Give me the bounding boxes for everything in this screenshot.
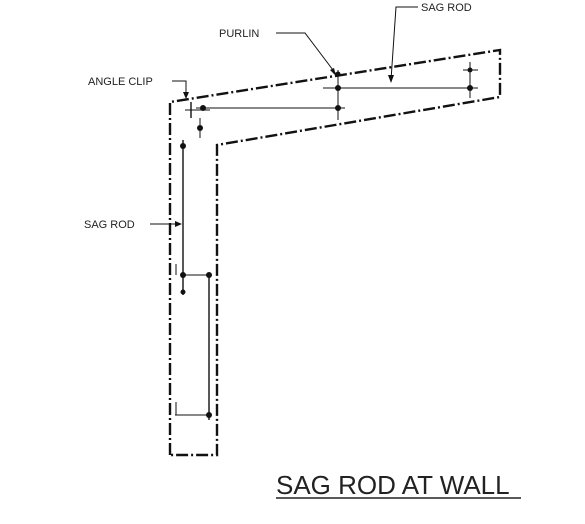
label-purlin: PURLIN	[219, 28, 259, 40]
label-angle-clip: ANGLE CLIP	[88, 76, 153, 88]
leader-angle-clip	[172, 80, 189, 99]
angle-clip	[185, 102, 210, 138]
purlin-line	[196, 62, 478, 120]
label-sag-rod-top: SAG ROD	[421, 2, 472, 14]
diagram-title: SAG ROD AT WALL	[276, 470, 510, 500]
leader-sag-rod-top	[388, 6, 418, 83]
frame-outline	[168, 48, 502, 457]
wall-sag-rod	[175, 140, 212, 420]
leader-purlin	[276, 32, 337, 76]
leader-sag-rod-side	[150, 221, 182, 227]
label-sag-rod-side: SAG ROD	[84, 219, 135, 231]
